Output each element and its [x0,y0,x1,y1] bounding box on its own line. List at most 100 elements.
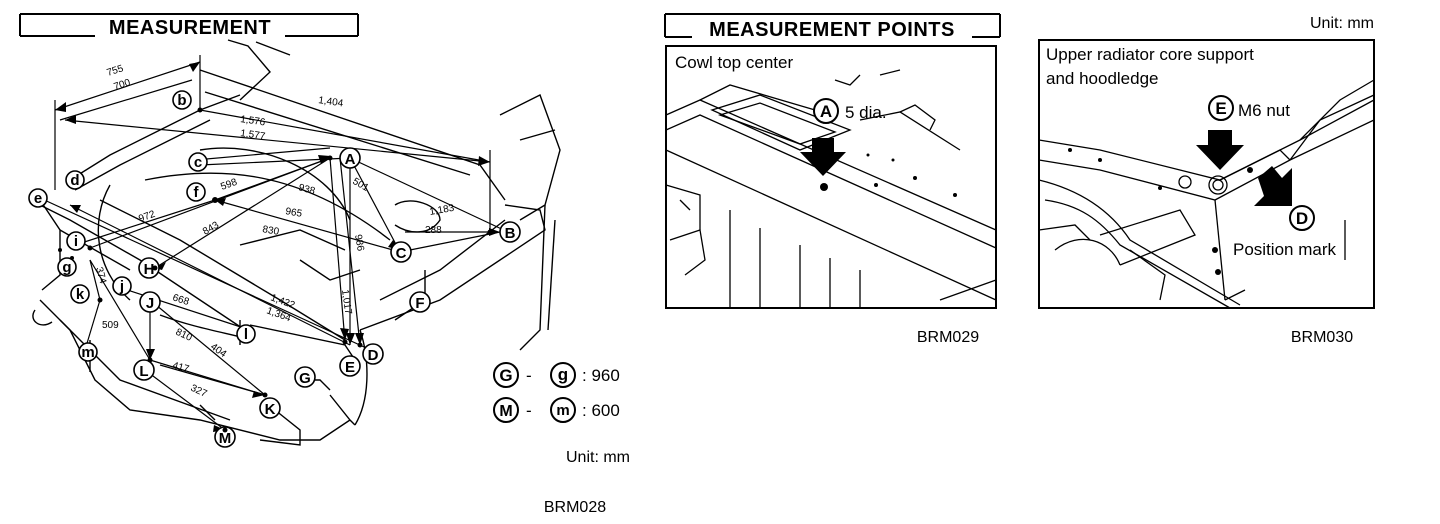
dim-404: 404 [208,341,228,360]
point-f: f [186,182,206,202]
svg-text:g: g [558,365,568,384]
dim-700: 700 [113,77,133,93]
svg-text:i: i [74,233,78,250]
cowl-caption: Cowl top center [675,53,793,72]
dim-755: 755 [106,63,126,79]
point-l: l [236,324,256,344]
car-body-sketch [32,39,561,446]
dim-1576: 1,576 [240,114,267,128]
radiator-point-E: E [1208,95,1234,121]
radiator-core-box: Upper radiator core support and hoodledg… [1038,39,1375,309]
svg-text:G: G [299,370,311,387]
radiator-point-D: D [1289,205,1315,231]
dimension-arrowheads [55,62,500,432]
svg-text:-: - [526,401,532,420]
cowl-arrow [800,138,846,176]
dim-843: 843 [201,220,221,238]
point-D: D [362,343,384,365]
radiator-caption-line1: Upper radiator core support [1046,45,1254,64]
svg-text:J: J [146,295,154,312]
svg-text:F: F [415,295,424,312]
svg-text:: 600: : 600 [582,401,620,420]
box2-figure-code: BRM030 [1291,329,1353,346]
measurement-title-bar: MEASUREMENT [19,13,359,39]
svg-text:E: E [1215,99,1226,118]
dim-1017: 1,017 [339,289,353,316]
svg-text:-: - [526,366,532,385]
svg-text:b: b [177,92,186,109]
box1-figure-code: BRM029 [917,329,979,346]
point-E: E [339,355,361,377]
svg-text:H: H [144,261,155,278]
point-i-lower: i [66,231,86,251]
point-b: b [172,90,192,110]
cowl-point-A: A [813,98,839,124]
svg-text:c: c [194,154,202,171]
svg-text:m: m [556,402,569,419]
dim-1577: 1,577 [240,128,267,142]
point-J: J [139,291,161,313]
point-e: e [28,188,48,208]
svg-text:K: K [265,401,276,418]
dim-938: 938 [297,182,316,197]
right-unit-label: Unit: mm [1310,15,1374,32]
dim-1183: 1,183 [429,203,456,218]
point-A: A [339,147,361,169]
point-k: k [70,284,90,304]
point-L: L [133,359,155,381]
dim-1404: 1,404 [318,95,345,109]
nut-arrow [1196,130,1244,170]
svg-text:D: D [1296,209,1308,228]
point-H: H [138,257,160,279]
position-mark-arrow [1254,166,1292,206]
svg-text:L: L [139,363,148,380]
svg-text:k: k [76,286,85,303]
radiator-position-note: Position mark [1233,240,1336,259]
dim-417: 417 [171,360,190,375]
dim-509: 509 [102,320,119,331]
cowl-top-center-box: Cowl top center [665,45,997,309]
point-m: m [78,342,98,362]
svg-text:A: A [820,102,832,121]
dim-327: 327 [189,383,209,400]
point-callouts: b A c d e f B C i g H j k J F l m D E L … [28,90,521,448]
dim-668: 668 [171,292,191,308]
radiator-caption-line2: and hoodledge [1046,69,1159,88]
dim-986: 986 [352,234,366,253]
dim-598: 598 [219,177,239,193]
distance-legend: G - g : 960 M - m : 600 [493,362,620,423]
svg-text:D: D [368,347,379,364]
point-j: j [112,276,132,296]
measure-dots [58,107,493,433]
dim-972: 972 [137,209,157,225]
svg-text:G: G [499,366,512,385]
legend-row-M-m: M - m : 600 [493,397,620,423]
point-B: B [499,221,521,243]
point-c: c [188,152,208,172]
svg-text:l: l [244,326,248,343]
svg-text:M: M [219,430,232,447]
dim-810: 810 [174,327,194,344]
svg-text:m: m [81,344,94,361]
svg-text:C: C [396,245,407,262]
point-C: C [390,241,412,263]
left-unit-label: Unit: mm [566,449,630,466]
svg-text:E: E [345,359,355,376]
svg-text:A: A [345,151,356,168]
svg-text:e: e [34,190,42,207]
point-M: M [214,426,236,448]
point-g: g [57,257,77,277]
point-d: d [65,170,85,190]
measurement-points-title: MEASUREMENT POINTS [709,19,955,41]
measurement-points-title-bar: MEASUREMENT POINTS [664,13,1001,41]
dim-830: 830 [261,224,280,238]
legend-row-G-g: G - g : 960 [493,362,620,388]
dim-965: 965 [284,206,303,220]
measurement-title: MEASUREMENT [109,17,271,39]
svg-text:g: g [62,259,71,276]
point-K: K [259,397,281,419]
svg-text:f: f [194,184,200,201]
svg-text:d: d [70,172,79,189]
dim-374: 374 [93,266,108,285]
